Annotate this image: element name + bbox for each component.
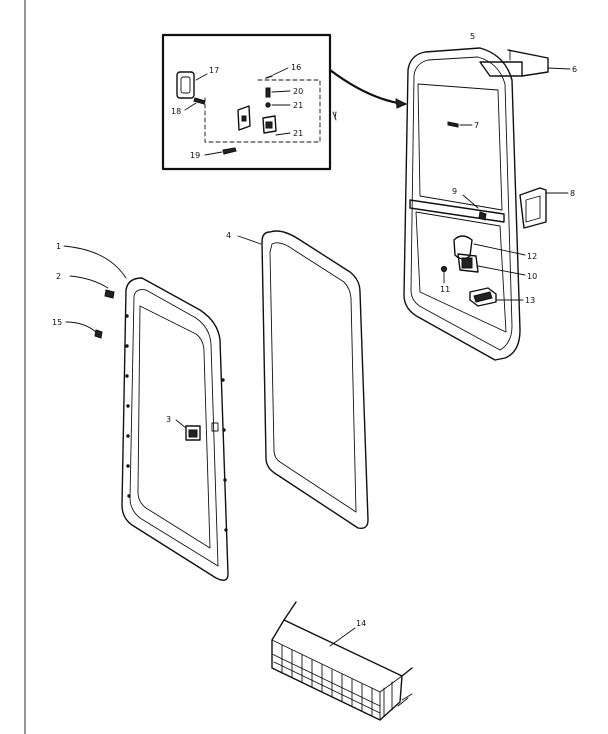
screw-center-part [462,194,487,221]
label-gasket: 4 [226,231,231,240]
label-hinge-bottom: 8 [570,189,575,198]
screw-door-part [69,275,115,299]
door-outer-frame [121,277,229,581]
label-detail-nut-a: 21 [293,101,303,110]
gasket-part [237,230,369,530]
detail-spring-part [265,67,289,79]
detail-nut-b-part [275,132,291,136]
label-detail-spring: 16 [291,63,301,72]
liner-ref-tick [334,111,337,119]
gasket-outer [261,230,369,530]
label-screw-center: 9 [452,187,457,196]
label-door-frame: 1 [56,242,61,251]
detail-inset-frame [161,33,332,171]
label-screw-liner: 7 [474,121,479,130]
label-lock-handle: 12 [527,252,537,261]
detail-dashed-box [204,79,321,143]
door-rivets [125,314,228,532]
gasket-leader [237,235,262,245]
label-latch-catch: 3 [166,415,171,424]
door-frame-assembly [63,245,229,581]
basket-part [271,601,413,721]
label-door-liner-panel: 5 [470,32,475,41]
detail-washer-part [265,87,291,98]
detail-cover-part [176,71,208,99]
detail-callout-arrow [328,68,407,106]
detail-bracket-part [237,105,251,131]
detail-pin-part [184,97,206,111]
basket-hooks [283,601,413,677]
label-detail-pin: 18 [171,107,181,116]
detail-clip-part [262,115,277,134]
label-lock-assembly: 10 [527,272,537,281]
latch-catch-part [175,419,219,441]
shim-part [65,321,103,339]
door-liner-assembly [334,47,571,361]
door-frame-leader [63,245,127,279]
liner-outer-panel [403,47,521,361]
label-detail-nut-b: 21 [293,129,303,138]
detail-tick-mark [332,111,337,121]
basket-wires [271,644,393,717]
liner-inner-rim [410,56,513,351]
label-detail-washer: 20 [293,87,303,96]
label-hinge-top: 6 [572,65,577,74]
detail-inset [161,33,408,171]
label-detail-screw: 19 [190,151,200,160]
gasket-inner [269,242,357,513]
detail-callout-arrowhead [395,98,408,109]
bracket-lower-part [469,287,524,307]
door-inner-panel [137,305,211,549]
hinge-bottom-part [519,187,569,229]
screw-liner-part [447,121,473,128]
label-lock-screw: 11 [440,285,450,294]
detail-nut-a-part [265,102,291,108]
door-inner-rim [129,289,219,567]
label-screw-door: 2 [56,272,61,281]
label-detail-cover: 17 [209,66,219,75]
liner-lower-compartment [415,211,507,333]
hinge-top-part [479,49,571,77]
basket-leader [329,627,356,647]
label-shim: 15 [52,318,62,327]
detail-screw-part [204,147,237,156]
lock-assembly-part [440,235,526,284]
liner-upper-compartment [417,83,503,211]
callout-labels: 5 6 7 8 9 12 10 11 13 4 1 2 15 3 14 16 1… [52,32,577,628]
basket-feet [397,693,413,707]
label-bracket-lower: 13 [525,296,535,305]
label-basket: 14 [356,619,366,628]
liner-divider [409,199,505,223]
